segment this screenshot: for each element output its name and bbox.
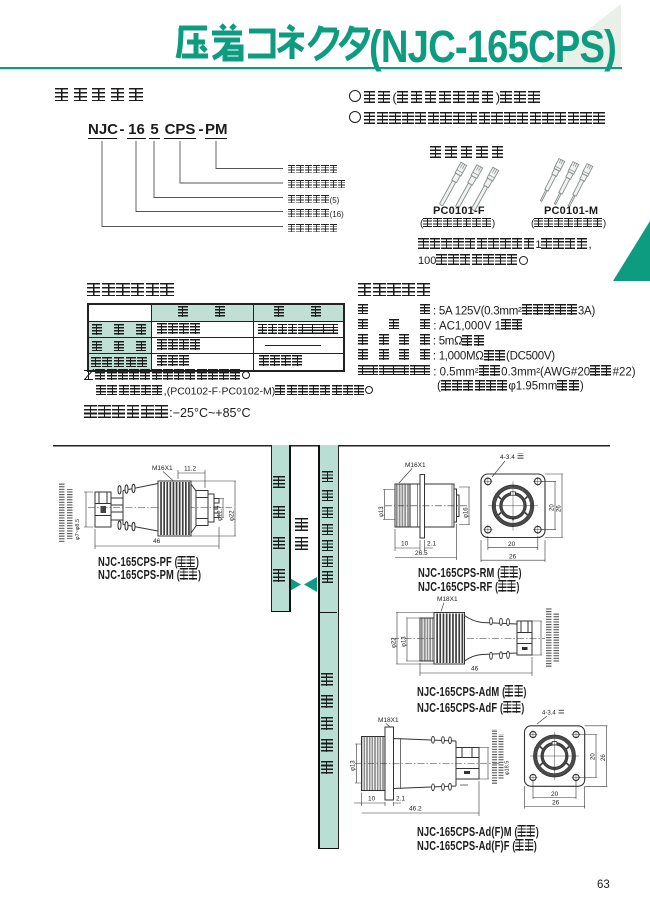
svg-text:M18X1: M18X1 [437, 596, 458, 603]
svg-text:φ13: φ13 [402, 636, 408, 647]
svg-text:10: 10 [368, 796, 376, 803]
svg-text:φ16: φ16 [464, 507, 470, 518]
svg-text:M16X1: M16X1 [405, 462, 426, 469]
svg-text:26: 26 [601, 754, 607, 761]
svg-text:20: 20 [591, 753, 597, 760]
svg-text:26: 26 [552, 800, 560, 807]
svg-text:26: 26 [509, 554, 517, 561]
svg-text:M18X1: M18X1 [378, 717, 399, 724]
svg-text:20: 20 [550, 504, 556, 511]
svg-text:4-3.4: 4-3.4 [542, 711, 556, 717]
svg-text:φ22: φ22 [230, 510, 236, 521]
svg-text:46: 46 [471, 666, 479, 673]
svg-text:φ12.7: φ12.7 [218, 505, 224, 521]
svg-text:46.2: 46.2 [409, 806, 422, 813]
svg-text:2.1: 2.1 [396, 796, 405, 803]
svg-text:20: 20 [508, 541, 516, 548]
svg-text:φ13: φ13 [379, 506, 385, 517]
svg-text:φ13: φ13 [351, 760, 357, 771]
svg-text:26.5: 26.5 [415, 550, 428, 557]
svg-text:φ7~φ8.5: φ7~φ8.5 [75, 519, 81, 540]
svg-text:φ22: φ22 [392, 637, 398, 648]
svg-text:20: 20 [551, 791, 559, 798]
svg-text:2.1: 2.1 [427, 541, 436, 548]
svg-text:φ18.5: φ18.5 [505, 761, 511, 775]
svg-text:10: 10 [401, 541, 409, 548]
svg-text:4-3.4: 4-3.4 [500, 454, 515, 461]
svg-text:M16X1: M16X1 [152, 465, 173, 472]
svg-text:11.2: 11.2 [184, 466, 197, 473]
svg-text:26: 26 [557, 505, 563, 512]
svg-text:46: 46 [153, 538, 161, 545]
